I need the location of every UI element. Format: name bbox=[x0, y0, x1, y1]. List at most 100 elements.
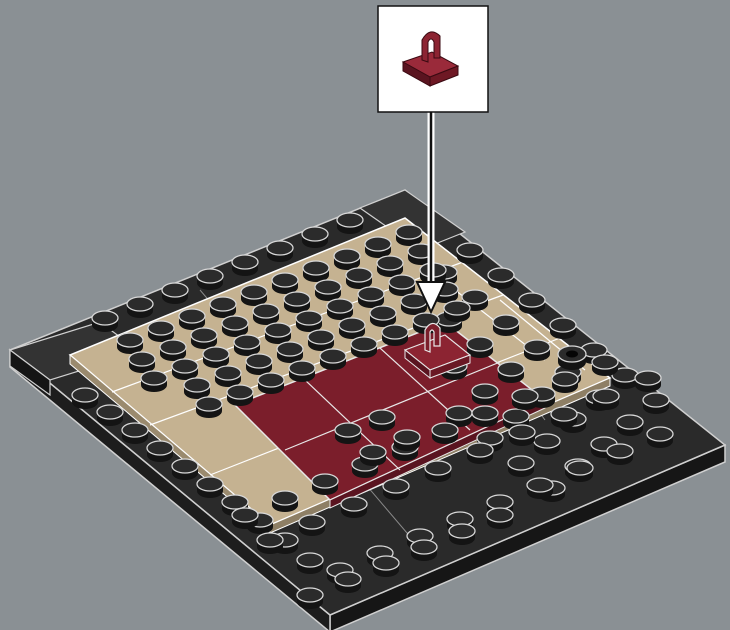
base-stud bbox=[551, 407, 577, 428]
tan-stud bbox=[160, 340, 186, 361]
tan-stud bbox=[191, 328, 217, 349]
base-stud bbox=[312, 474, 338, 495]
tan-stud bbox=[253, 304, 279, 325]
base-stud bbox=[72, 388, 98, 409]
red-stud bbox=[335, 423, 361, 444]
base-stud bbox=[232, 508, 258, 529]
base-stud bbox=[524, 340, 550, 361]
base-stud bbox=[425, 461, 451, 482]
base-stud bbox=[297, 553, 323, 574]
tan-stud bbox=[289, 361, 315, 382]
tan-stud bbox=[377, 256, 403, 277]
base-stud bbox=[488, 268, 514, 289]
tan-stud bbox=[358, 287, 384, 308]
tan-stud bbox=[172, 359, 198, 380]
tan-stud bbox=[370, 306, 396, 327]
base-stud bbox=[341, 497, 367, 518]
base-stud bbox=[299, 515, 325, 536]
base-stud bbox=[302, 227, 328, 248]
base-stud bbox=[467, 443, 493, 464]
tan-stud bbox=[227, 385, 253, 406]
tan-stud bbox=[284, 292, 310, 313]
tan-stud bbox=[315, 280, 341, 301]
base-stud bbox=[643, 393, 669, 414]
parts-callout bbox=[378, 6, 488, 112]
tan-stud bbox=[320, 349, 346, 370]
tan-stud bbox=[382, 325, 408, 346]
red-stud bbox=[394, 430, 420, 451]
base-stud bbox=[197, 477, 223, 498]
base-stud bbox=[508, 456, 534, 477]
base-stud bbox=[457, 243, 483, 264]
base-stud bbox=[493, 315, 519, 336]
tan-stud bbox=[246, 354, 272, 375]
tan-stud bbox=[389, 275, 415, 296]
base-stud bbox=[593, 389, 619, 410]
base-stud bbox=[197, 269, 223, 290]
tan-stud bbox=[234, 335, 260, 356]
base-stud bbox=[472, 384, 498, 405]
tan-stud bbox=[346, 268, 372, 289]
red-stud bbox=[369, 410, 395, 431]
base-stud bbox=[122, 423, 148, 444]
base-stud bbox=[335, 572, 361, 593]
base-stud bbox=[509, 425, 535, 446]
base-stud bbox=[550, 318, 576, 339]
tan-stud bbox=[265, 323, 291, 344]
base-stud bbox=[635, 371, 661, 392]
red-stud bbox=[360, 445, 386, 466]
base-stud bbox=[272, 491, 298, 512]
base-stud bbox=[162, 283, 188, 304]
base-stud bbox=[411, 540, 437, 561]
tan-stud bbox=[241, 285, 267, 306]
tan-stud bbox=[303, 261, 329, 282]
tan-stud bbox=[215, 366, 241, 387]
base-stud bbox=[527, 478, 553, 499]
base-stud bbox=[567, 461, 593, 482]
tan-stud bbox=[327, 299, 353, 320]
tan-stud bbox=[277, 342, 303, 363]
base-stud bbox=[92, 311, 118, 332]
tan-stud bbox=[179, 309, 205, 330]
base-stud bbox=[519, 293, 545, 314]
base-stud bbox=[257, 533, 283, 554]
base-stud bbox=[552, 372, 578, 393]
tan-stud bbox=[396, 225, 422, 246]
base-stud bbox=[297, 588, 323, 609]
tan-stud bbox=[351, 337, 377, 358]
base-stud bbox=[647, 427, 673, 448]
base-stud bbox=[432, 423, 458, 444]
base-stud bbox=[127, 297, 153, 318]
tan-stud bbox=[296, 311, 322, 332]
tan-stud bbox=[148, 321, 174, 342]
round-hollow-stud bbox=[558, 346, 586, 370]
base-stud bbox=[617, 415, 643, 436]
base-stud bbox=[449, 524, 475, 545]
base-stud bbox=[467, 337, 493, 358]
tan-stud bbox=[196, 397, 222, 418]
base-stud bbox=[373, 556, 399, 577]
tan-stud bbox=[184, 378, 210, 399]
tan-stud bbox=[141, 371, 167, 392]
tan-stud bbox=[258, 373, 284, 394]
base-stud bbox=[232, 255, 258, 276]
base-stud bbox=[97, 405, 123, 426]
tan-stud bbox=[308, 330, 334, 351]
tan-stud bbox=[444, 301, 470, 322]
base-stud bbox=[383, 479, 409, 500]
tan-stud bbox=[365, 237, 391, 258]
base-stud bbox=[472, 406, 498, 427]
base-stud bbox=[534, 434, 560, 455]
tan-stud bbox=[129, 352, 155, 373]
base-stud bbox=[498, 362, 524, 383]
tan-stud bbox=[117, 333, 143, 354]
tan-stud bbox=[272, 273, 298, 294]
tan-stud bbox=[222, 316, 248, 337]
base-stud bbox=[172, 459, 198, 480]
base-stud bbox=[487, 508, 513, 529]
tan-stud bbox=[210, 297, 236, 318]
tan-stud bbox=[334, 249, 360, 270]
base-stud bbox=[147, 441, 173, 462]
base-stud bbox=[607, 444, 633, 465]
